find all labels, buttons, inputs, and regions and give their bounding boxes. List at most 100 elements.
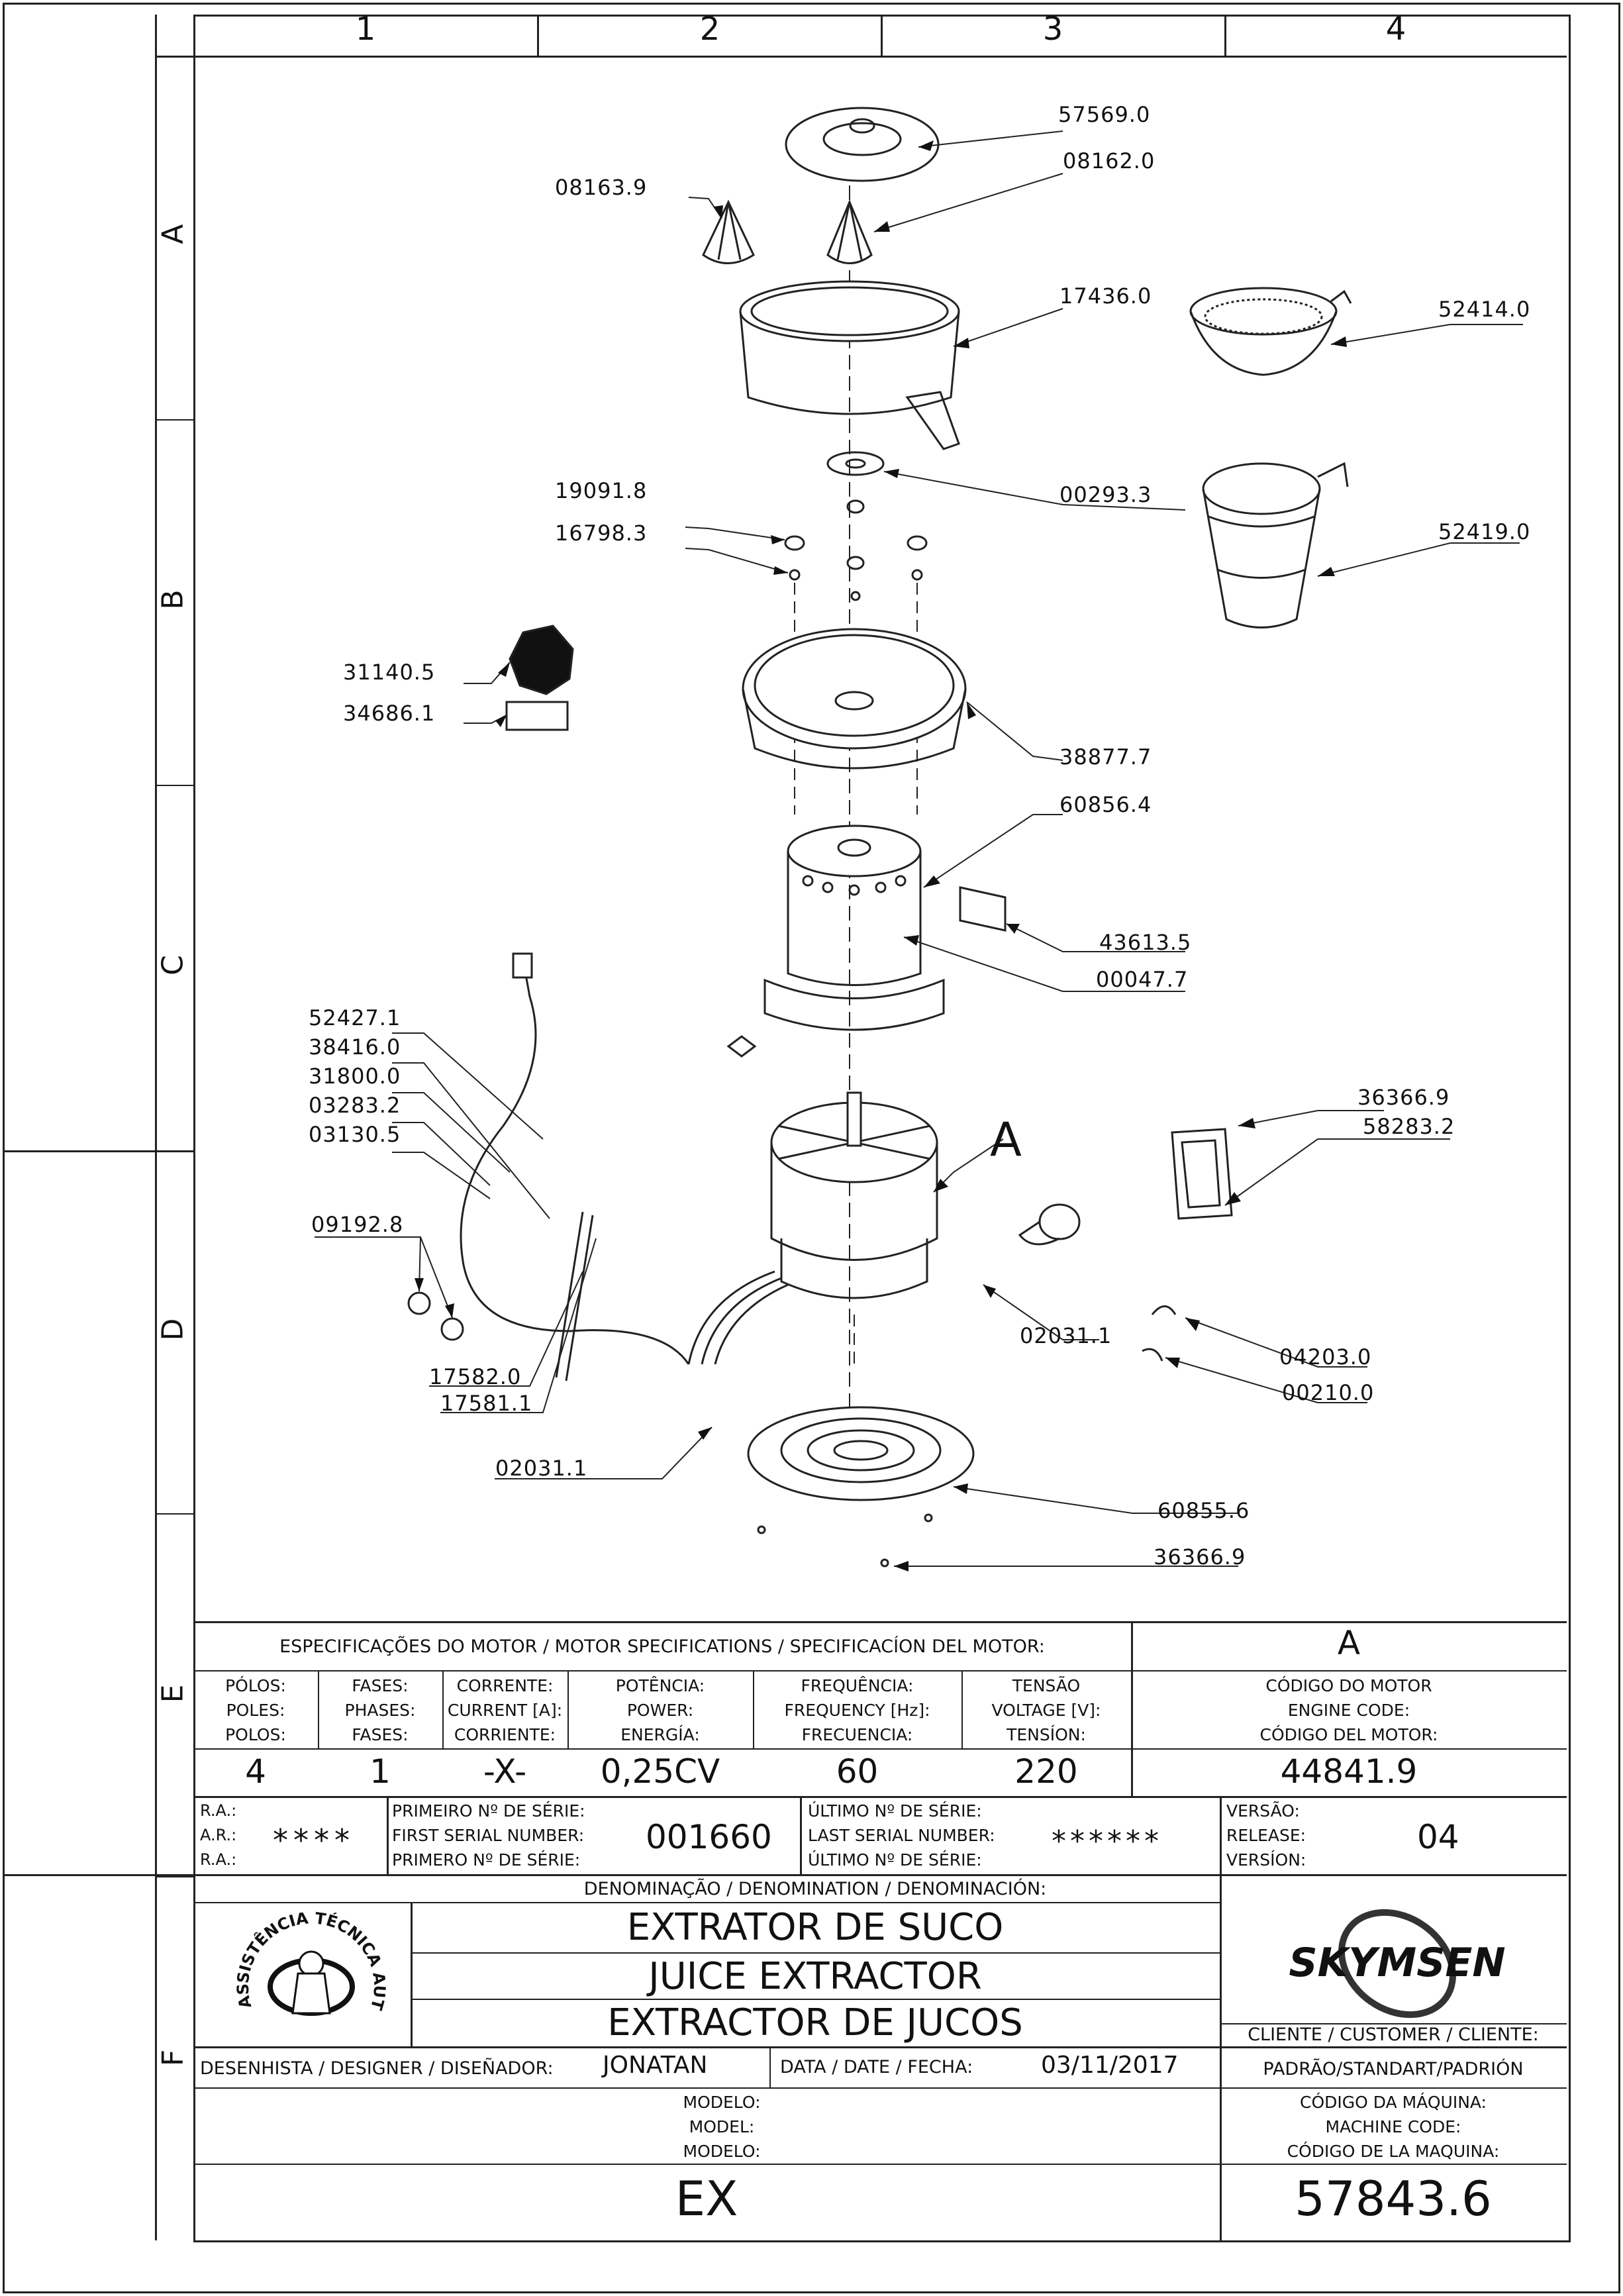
denomination-header: DENOMINAÇÃO / DENOMINATION / DENOMINACIÓ… [583, 1879, 1047, 1899]
rule [3, 1874, 1567, 1876]
row-divider [155, 1876, 193, 1877]
customer-label: CLIENTE / CUSTOMER / CLIENTE: [1248, 2024, 1539, 2045]
motor-housing-icon [763, 824, 945, 1031]
warning-label-icon [505, 701, 569, 731]
row-divider [155, 1513, 193, 1515]
column-label: 4 [1385, 11, 1406, 48]
reamer-cone-icon [826, 199, 873, 264]
rule [1220, 2023, 1567, 2024]
rule [193, 1670, 1567, 1672]
ra-label: R.A.: A.R.: R.A.: [200, 1801, 237, 1869]
column-label: 3 [1042, 11, 1063, 48]
column-label: 1 [355, 11, 376, 48]
exploded-view-diagram [315, 107, 1523, 1572]
part-label: 17581.1 [440, 1391, 533, 1416]
rule [318, 1670, 319, 1748]
spec-header: ESPECIFICAÇÕES DO MOTOR / MOTOR SPECIFIC… [279, 1636, 1045, 1657]
part-label: 38416.0 [309, 1034, 401, 1060]
rule [1131, 1621, 1133, 1796]
motor-callout-label: A [990, 1113, 1022, 1167]
cover-lid-icon [785, 107, 940, 182]
row-divider [155, 419, 193, 421]
part-label: 52414.0 [1438, 297, 1531, 322]
rule [193, 1621, 1567, 1623]
bracket-icon [1171, 1128, 1233, 1220]
switch-icon [440, 1317, 464, 1341]
part-label: 08163.9 [555, 175, 648, 200]
sticker-icon [959, 886, 1007, 932]
part-label: 34686.1 [343, 701, 436, 726]
rule [193, 1796, 1567, 1798]
part-label: 38877.7 [1059, 744, 1152, 770]
rule [411, 1999, 1220, 2000]
designer-label: DESENHISTA / DESIGNER / DISEÑADOR: [200, 2058, 554, 2079]
part-label: 36366.9 [1357, 1085, 1450, 1110]
spec-value-poles: 4 [245, 1752, 266, 1791]
part-label: 02031.1 [1020, 1323, 1112, 1348]
switch-icon [407, 1291, 431, 1315]
part-label: 57569.0 [1058, 102, 1151, 127]
customer-value: PADRÃO/STANDART/PADRIÓN [1263, 2059, 1524, 2079]
rule [567, 1670, 569, 1748]
part-label: 31800.0 [309, 1064, 401, 1089]
part-label: 58283.2 [1363, 1114, 1455, 1139]
part-label: 31140.5 [343, 660, 436, 685]
machine-code-label: CÓDIGO DA MÁQUINA: MACHINE CODE: CÓDIGO … [1287, 2093, 1500, 2161]
reamer-cone-small-icon [702, 199, 755, 264]
rule [753, 1670, 754, 1748]
spec-col-label: TENSÃO VOLTAGE [V]: TENSÍON: [991, 1676, 1101, 1744]
rule [411, 1902, 413, 2046]
spec-value-phases: 1 [369, 1752, 391, 1791]
part-label: 36366.9 [1154, 1544, 1246, 1570]
spec-col-label: FASES: PHASES: FASES: [344, 1676, 416, 1744]
skymsen-logo: SKYMSEN [1289, 1909, 1506, 2019]
rule [193, 2087, 1567, 2089]
power-cord-icon [460, 952, 690, 1365]
rule [442, 1670, 444, 1748]
spec-col-label: CORRENTE: CURRENT [A]: CORRIENTE: [447, 1676, 563, 1744]
part-label: 17582.0 [429, 1364, 522, 1389]
part-label: 00210.0 [1282, 1380, 1375, 1405]
part-label: 09192.8 [311, 1212, 404, 1237]
base-plate-icon [747, 1406, 975, 1501]
foot-label-icon [509, 624, 574, 695]
strainer-sieve-icon [1189, 287, 1352, 376]
spec-value-voltage: 220 [1014, 1752, 1078, 1791]
date-label: DATA / DATE / FECHA: [780, 2057, 973, 2077]
pitcher-icon [1202, 462, 1349, 628]
spec-col-label: FREQUÊNCIA: FREQUENCY [Hz]: FRECUENCIA: [784, 1676, 930, 1744]
authorized-service-stamp: ASSISTÊNCIA TÉCNICA AUTORIZADA [225, 1907, 389, 2016]
spec-col-label: PÓLOS: POLES: POLOS: [225, 1676, 286, 1744]
model-value: EX [675, 2171, 738, 2226]
svg-text:SKYMSEN: SKYMSEN [1289, 1940, 1505, 1986]
column-divider [881, 15, 883, 56]
part-label: 60856.4 [1059, 792, 1152, 817]
row-label: F [156, 2049, 190, 2067]
ra-value: **** [273, 1822, 355, 1858]
row-divider [155, 785, 193, 786]
part-label: 04203.0 [1279, 1344, 1372, 1370]
rule [193, 2046, 1567, 2048]
last-serial-value: ****** [1052, 1824, 1163, 1858]
motor-assembly-icon [770, 1091, 938, 1299]
spec-col-label: CÓDIGO DO MOTOR ENGINE CODE: CÓDIGO DEL … [1259, 1676, 1438, 1744]
rule [193, 1748, 1567, 1750]
column-label: 2 [699, 11, 720, 48]
first-serial-value: 001660 [646, 1818, 772, 1856]
machine-code-value: 57843.6 [1295, 2171, 1492, 2226]
juice-bowl-icon [739, 280, 960, 450]
cap-nut-icon [784, 499, 928, 570]
first-serial-label: PRIMEIRO Nº DE SÉRIE: FIRST SERIAL NUMBE… [392, 1801, 585, 1870]
denomination-name-es: EXTRACTOR DE JUCOS [607, 2001, 1023, 2044]
motor-ref: A [1337, 1624, 1361, 1662]
part-label: 16798.3 [555, 521, 648, 546]
screw-icon [789, 569, 923, 601]
row-divider [3, 1150, 193, 1152]
spec-value-current: -X- [483, 1752, 527, 1791]
column-divider [537, 15, 539, 56]
last-serial-label: ÚLTIMO Nº DE SÉRIE: LAST SERIAL NUMBER: … [808, 1801, 995, 1870]
housing-top-icon [742, 628, 967, 770]
rule [1220, 1796, 1222, 2240]
spec-value-frequency: 60 [836, 1752, 879, 1791]
spec-value-engine-code: 44841.9 [1280, 1752, 1418, 1791]
